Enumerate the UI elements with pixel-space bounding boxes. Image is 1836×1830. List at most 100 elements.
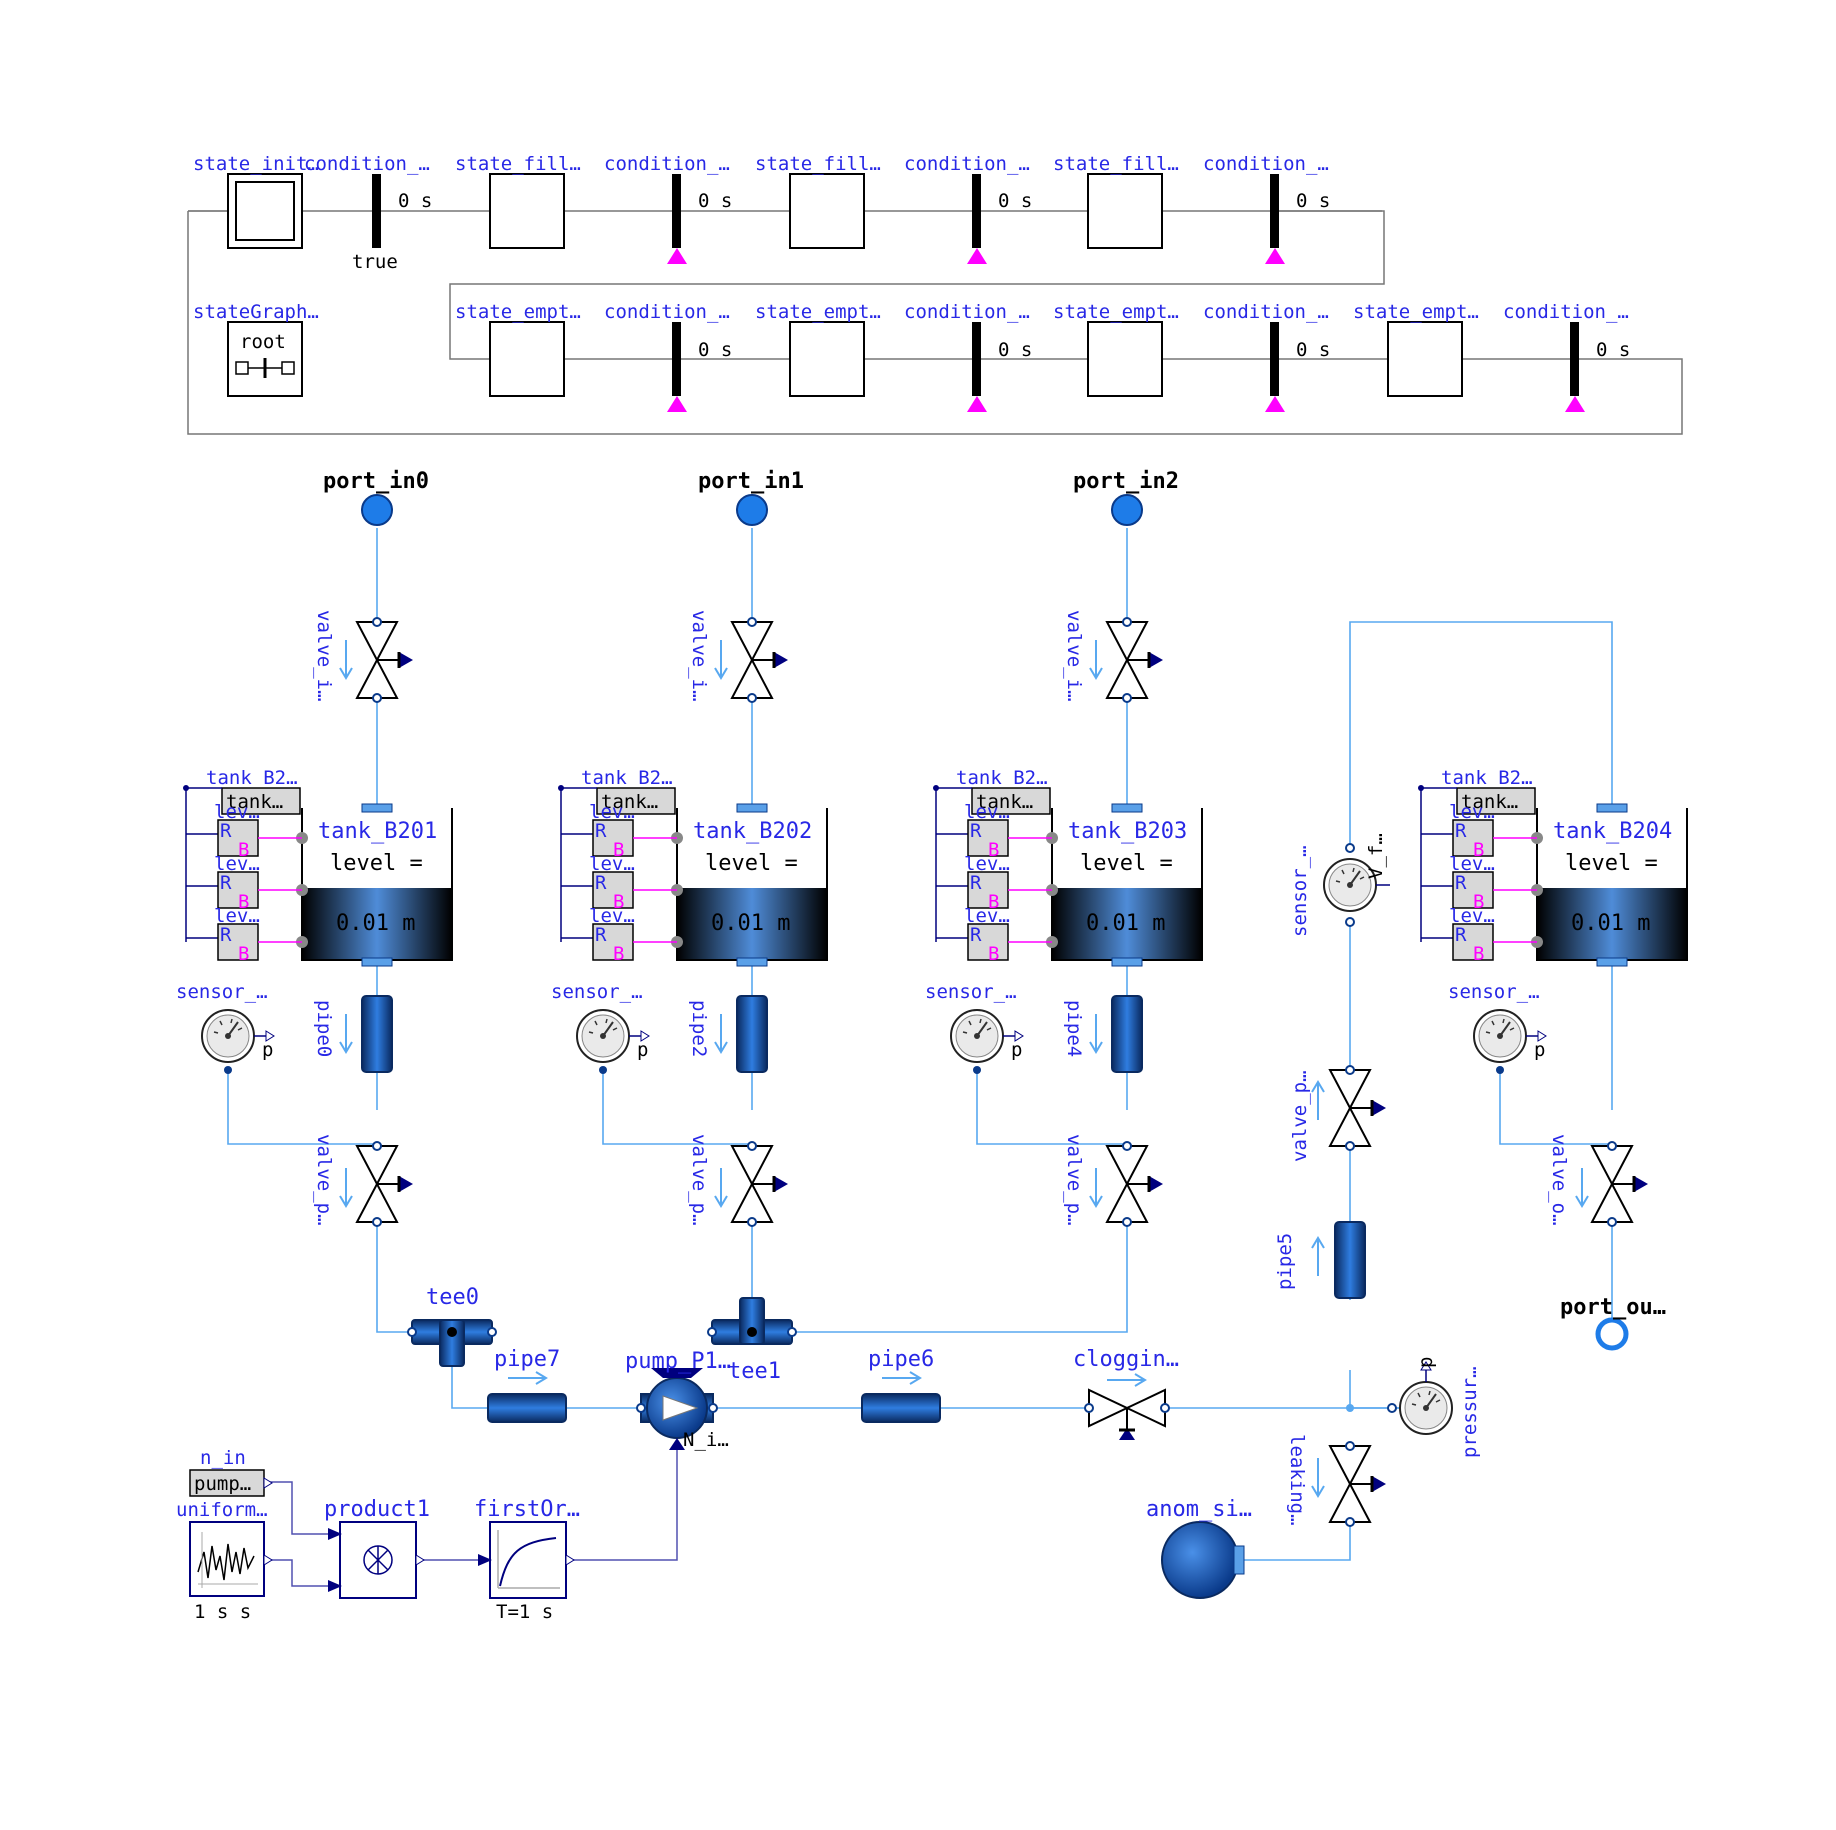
group-box-text: tank… [601, 791, 658, 813]
pipe6[interactable]: pipe6 [861, 1347, 941, 1423]
transition-bar[interactable] [372, 174, 381, 248]
condition-label: condition_… [1503, 301, 1629, 323]
valve-out-2[interactable] [730, 1140, 790, 1228]
delay-text: 0 s [1296, 339, 1330, 361]
transition-bar[interactable] [1270, 174, 1279, 248]
valve-out-label: valve_p… [1063, 1134, 1085, 1226]
tee-label: tee0 [426, 1285, 479, 1310]
pressure-sensor-4[interactable]: sensor_… p [1448, 981, 1547, 1074]
state-fill-step-1[interactable] [489, 173, 565, 249]
port-label: port_in1 [698, 469, 804, 494]
transition-bar[interactable] [672, 322, 681, 396]
level-sensor-group-3[interactable]: tank_B2… tank… RB RB RB lev… lev… lev… [933, 767, 1052, 965]
leaking-label: leaking… [1286, 1434, 1308, 1526]
anom-sink[interactable]: anom_si… [1146, 1497, 1252, 1599]
pressure-sensor-3[interactable]: sensor_… p [925, 981, 1024, 1074]
level-sensor-group-2[interactable]: tank_B2… tank… RB RB RB lev… lev… lev… [558, 767, 677, 965]
pump-box-text: pump… [194, 1473, 251, 1495]
state-label: state_empt… [1353, 301, 1479, 323]
port-out[interactable]: port_ou… [1560, 1295, 1666, 1351]
signal-connections [264, 1450, 678, 1587]
pipe-label: pipe7 [494, 1347, 560, 1372]
level-sensor-r: R [1455, 924, 1467, 946]
valve-out-4[interactable] [1590, 1140, 1650, 1228]
level-sensor-b: B [238, 891, 249, 913]
sensor-port-label: p [262, 1039, 273, 1061]
valve-in-1[interactable] [355, 616, 415, 704]
condition-label: condition_… [1203, 153, 1329, 175]
tee0[interactable]: tee0 [407, 1285, 497, 1367]
tank-level-text: level = [1080, 851, 1173, 876]
delay-text: 0 s [698, 190, 732, 212]
pipe-label: pipe5 [1274, 1233, 1296, 1290]
tee1[interactable]: tee1 [707, 1297, 797, 1384]
level-sensor-group-4[interactable]: tank_B2… tank… RB RB RB lev… lev… lev… [1418, 767, 1537, 965]
n-in-block[interactable]: n_in pump… [189, 1447, 273, 1497]
transition-bar[interactable] [1270, 322, 1279, 396]
tank-name: tank_B202 [693, 819, 812, 844]
state-graph-root[interactable]: root [227, 321, 303, 397]
tank-b204[interactable]: tank_B204 level = 0.01 m [1531, 803, 1688, 967]
uniform-params: 1 s s [194, 1601, 251, 1623]
first-order-label: firstOr… [474, 1497, 580, 1522]
port-in1[interactable]: port_in1 [698, 469, 804, 526]
tank-b201[interactable]: tank_B201 level = 0.01 m [296, 803, 453, 967]
valve-in-2[interactable] [730, 616, 790, 704]
tank-b203[interactable]: tank_B203 level = 0.01 m [1046, 803, 1203, 967]
level-sensor-label: lev… [964, 853, 1010, 875]
uniform-noise-block[interactable]: uniform… 1 s s [176, 1499, 273, 1623]
sensor-port-label: p [637, 1039, 648, 1061]
pressure-port-label: p [1415, 1357, 1437, 1368]
pipe7[interactable]: pipe7 [487, 1347, 567, 1423]
state-fill-step-3[interactable] [1087, 173, 1163, 249]
level-sensor-b: B [988, 943, 999, 965]
port-in2[interactable]: port_in2 [1073, 469, 1179, 526]
volume-flow-sensor[interactable]: V_f… sensor_… [1289, 833, 1390, 937]
port-in0[interactable]: port_in0 [323, 469, 429, 526]
state-init-step[interactable] [227, 173, 303, 249]
level-sensor-label: lev… [214, 905, 260, 927]
valve-in-3[interactable] [1105, 616, 1165, 704]
state-empty-step-4[interactable] [1387, 321, 1463, 397]
level-sensor-r: R [1455, 872, 1467, 894]
pipe2[interactable]: pipe2 [688, 995, 768, 1073]
pipe5[interactable]: pipe5 [1274, 1221, 1366, 1299]
state-empty-step-1[interactable] [489, 321, 565, 397]
state-empty-step-2[interactable] [789, 321, 865, 397]
state-empty-step-3[interactable] [1087, 321, 1163, 397]
leaking-valve[interactable] [1328, 1440, 1388, 1528]
state-label: state_fill… [755, 153, 881, 175]
tank-b202[interactable]: tank_B202 level = 0.01 m [671, 803, 828, 967]
state-label: state_fill… [455, 153, 581, 175]
pressure-sensor-2[interactable]: sensor_… p [551, 981, 650, 1074]
valve-out-1[interactable] [355, 1140, 415, 1228]
transition-bar[interactable] [972, 322, 981, 396]
group-label: tank_B2… [206, 767, 298, 789]
valve-p-right[interactable] [1328, 1064, 1388, 1152]
transition-bar[interactable] [972, 174, 981, 248]
pipe0[interactable]: pipe0 [313, 995, 393, 1073]
condition-label: condition_… [1203, 301, 1329, 323]
transition-bar[interactable] [1570, 322, 1579, 396]
condition-input-markers [667, 248, 1585, 412]
pipe4[interactable]: pipe4 [1063, 995, 1143, 1073]
sensor-label: sensor_… [176, 981, 268, 1003]
transition-bar[interactable] [672, 174, 681, 248]
first-order-block[interactable]: firstOr… T=1 s [474, 1497, 580, 1623]
pressure-sensor-1[interactable]: sensor_… p [176, 981, 275, 1074]
state-label: state_empt… [455, 301, 581, 323]
valve-out-3[interactable] [1105, 1140, 1165, 1228]
state-graph: root state_init… condition_… state_fill…… [187, 153, 1683, 435]
product-block[interactable]: product1 [324, 1497, 430, 1599]
level-sensor-r: R [595, 872, 607, 894]
level-sensor-group-1[interactable]: tank_B2… tank… RB RB RB lev… lev… lev… [183, 767, 302, 965]
pressure-sensor-right[interactable]: p pressur… [1387, 1357, 1481, 1458]
sensor-label: sensor_… [925, 981, 1017, 1003]
condition-label: condition_… [604, 301, 730, 323]
pump-p1[interactable]: pump_P1… N_i… [625, 1349, 731, 1451]
condition-label: condition_… [304, 153, 430, 175]
state-fill-step-2[interactable] [789, 173, 865, 249]
pipe-label: pipe2 [688, 1000, 710, 1057]
n-in-label: n_in [200, 1447, 246, 1469]
clogging-valve[interactable]: cloggin… [1073, 1347, 1179, 1440]
